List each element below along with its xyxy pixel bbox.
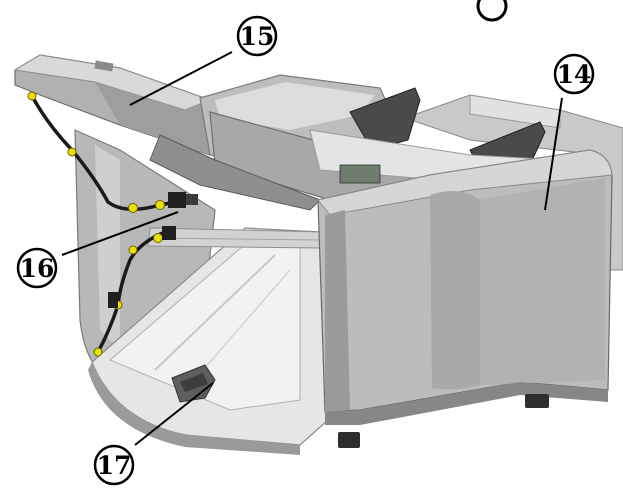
- side-cover: [317, 149, 613, 425]
- top-cover: [13, 54, 411, 211]
- callout-16: 16: [16, 247, 58, 289]
- exit-tray: [88, 227, 329, 455]
- cropped-callout-circle: [476, 0, 508, 22]
- leader-lines: [61, 51, 563, 446]
- leader-line-14: [544, 97, 563, 211]
- callout-16-label: 16: [20, 254, 55, 283]
- leader-line-16: [61, 211, 179, 256]
- callout-14: 14: [553, 53, 595, 95]
- callout-17-label: 17: [97, 451, 132, 480]
- callout-15-label: 15: [240, 22, 275, 51]
- leader-line-17: [134, 382, 214, 446]
- callout-14-label: 14: [557, 60, 592, 89]
- machine-feet: [338, 394, 549, 448]
- leader-line-15: [129, 51, 233, 106]
- callout-17: 17: [93, 444, 135, 486]
- power-cables: [27, 91, 198, 357]
- callout-15: 15: [236, 15, 278, 57]
